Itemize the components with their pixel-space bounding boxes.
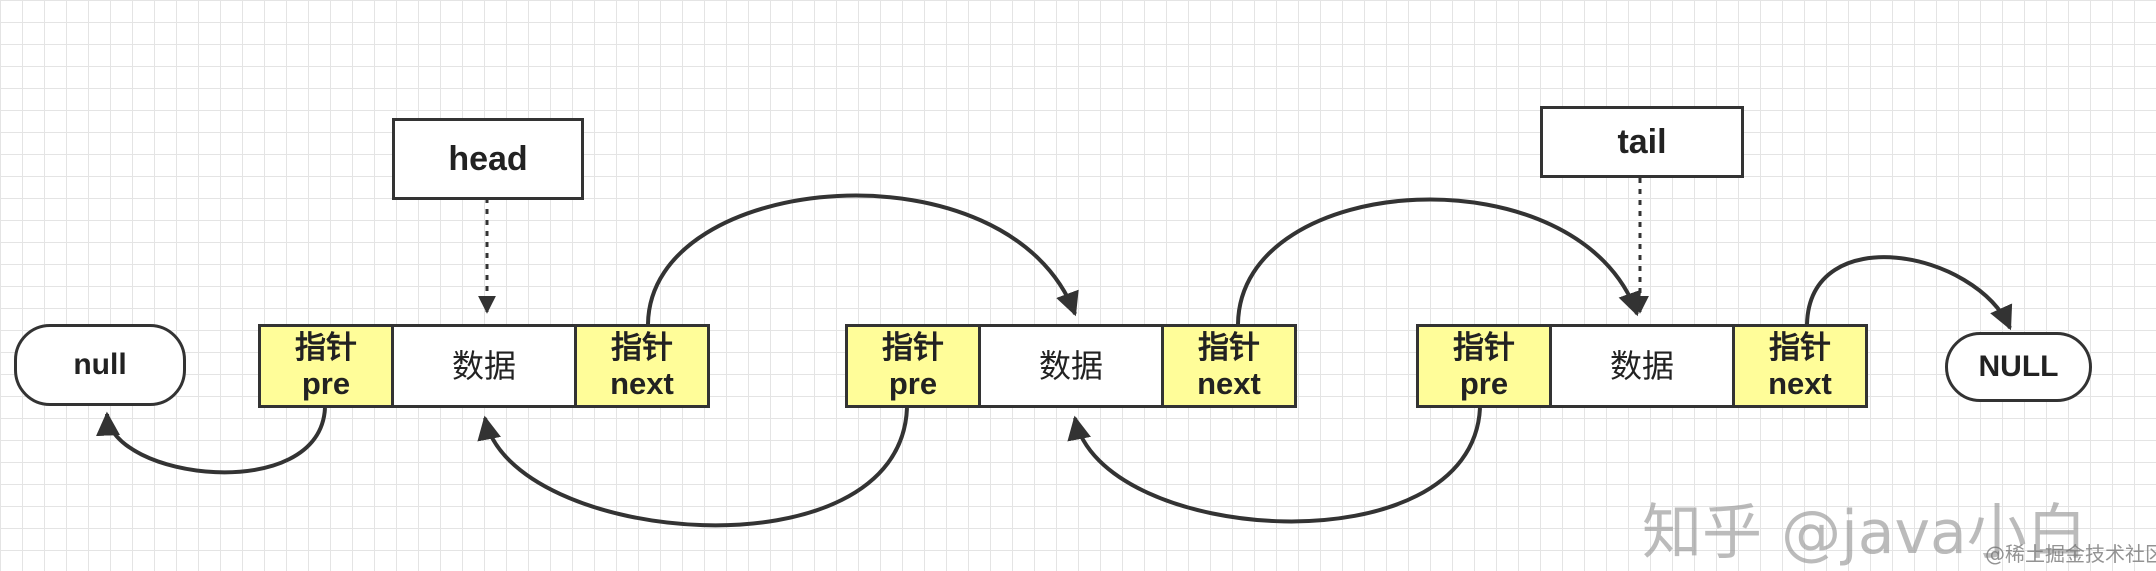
next-link-arrow-1	[646, 193, 1079, 325]
pointer-label: 指针	[611, 330, 673, 366]
pointer-label: 指针	[1769, 330, 1831, 366]
pointer-label: 指针	[295, 330, 357, 366]
data-cell: 数据	[978, 324, 1164, 408]
head-label-box: head	[392, 118, 584, 200]
next-pointer-cell: 指针 next	[1161, 324, 1297, 408]
next-pointer-cell: 指针 next	[1732, 324, 1868, 408]
data-label: 数据	[1038, 347, 1103, 384]
data-label: 数据	[451, 347, 516, 384]
null-terminal-right: NULL	[1945, 332, 2092, 402]
pointer-label: 指针	[882, 330, 944, 366]
pre-null-arrow	[96, 407, 327, 475]
data-cell: 数据	[1549, 324, 1735, 408]
next-label: next	[610, 366, 674, 401]
pre-pointer-cell: 指针 pre	[258, 324, 394, 408]
pre-label: pre	[301, 366, 351, 401]
juejin-watermark: @稀土掘金技术社区	[1985, 542, 2156, 566]
list-node-2: 指针 pre 数据 指针 next	[845, 324, 1297, 408]
null-terminal-left: null	[14, 324, 186, 406]
next-label: next	[1197, 366, 1261, 401]
next-null-arrow	[1805, 255, 2013, 331]
zhihu-watermark: 知乎 @java小白	[1642, 498, 2087, 568]
next-pointer-cell: 指针 next	[574, 324, 710, 408]
pointer-label: 指针	[1198, 330, 1260, 366]
pre-pointer-cell: 指针 pre	[1416, 324, 1552, 408]
list-node-1: 指针 pre 数据 指针 next	[258, 324, 710, 408]
pre-pointer-cell: 指针 pre	[845, 324, 981, 408]
pre-link-arrow-1	[477, 407, 909, 528]
data-label: 数据	[1609, 347, 1674, 384]
pre-label: pre	[1459, 366, 1509, 401]
next-label: next	[1768, 366, 1832, 401]
data-cell: 数据	[391, 324, 577, 408]
pre-label: pre	[888, 366, 938, 401]
pre-link-arrow-2	[1067, 407, 1482, 524]
next-link-arrow-2	[1236, 197, 1642, 325]
list-node-3: 指针 pre 数据 指针 next	[1416, 324, 1868, 408]
tail-label-box: tail	[1540, 106, 1744, 178]
pointer-label: 指针	[1453, 330, 1515, 366]
